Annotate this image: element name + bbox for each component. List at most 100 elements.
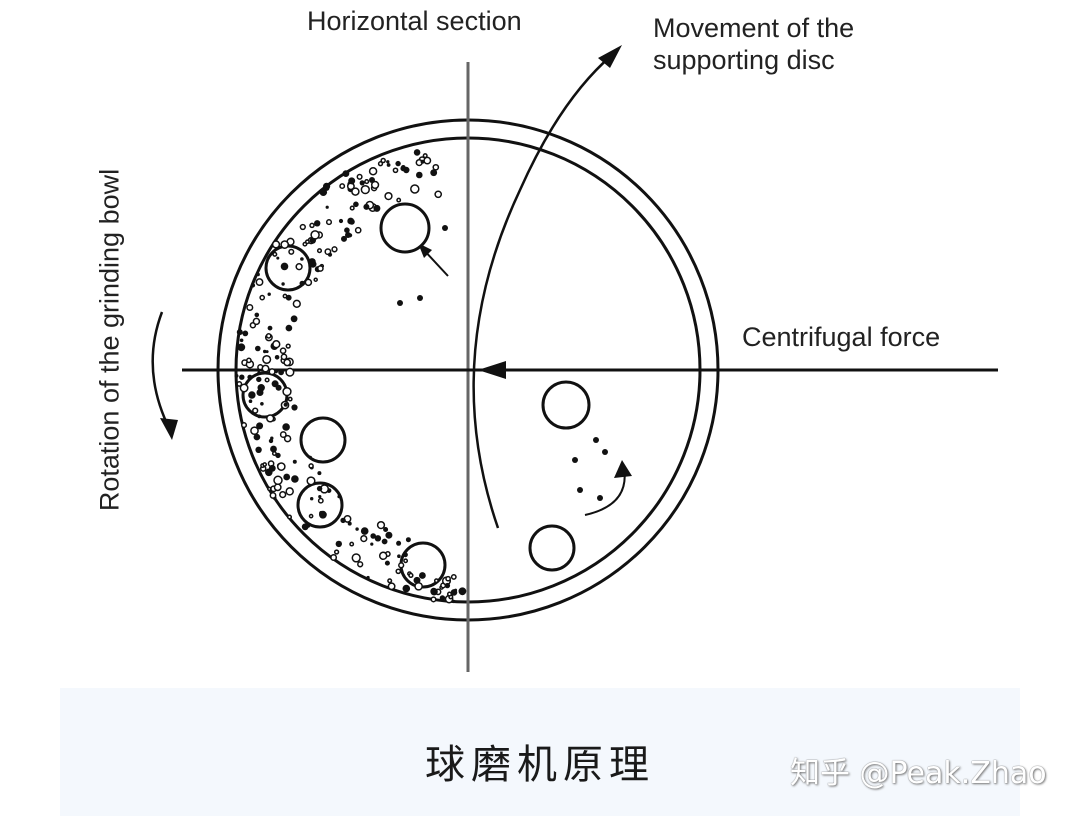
powder-particle: [419, 572, 426, 579]
powder-particle: [276, 462, 286, 471]
powder-particle: [369, 177, 375, 183]
powder-particle: [256, 272, 260, 277]
watermark: 知乎 @Peak.Zhao: [790, 756, 1047, 791]
powder-particle: [359, 180, 365, 186]
powder-particle: [236, 329, 243, 336]
powder-particle: [342, 170, 350, 178]
powder-particle: [279, 490, 287, 499]
powder-particle: [377, 161, 384, 167]
powder-particle: [416, 171, 423, 179]
powder-particle: [405, 537, 411, 543]
powder-particle: [265, 350, 269, 354]
powder-particle: [319, 188, 328, 196]
powder-particle: [247, 374, 253, 380]
powder-particle: [272, 251, 278, 257]
powder-particle: [380, 157, 386, 164]
powder-particle: [252, 317, 261, 326]
powder-particle: [597, 495, 603, 501]
powder-particle: [317, 471, 322, 476]
powder-particle: [387, 582, 396, 591]
powder-particle: [351, 187, 360, 196]
powder-particle: [378, 551, 388, 561]
powder-particle: [339, 183, 346, 190]
powder-particle: [458, 587, 467, 596]
powder-particle: [292, 459, 297, 464]
powder-particle: [310, 230, 320, 240]
powder-particle: [602, 449, 608, 455]
powder-particle: [368, 166, 378, 176]
powder-particle: [397, 554, 401, 558]
powder-particle: [338, 218, 344, 224]
powder-particle: [274, 355, 280, 360]
powder-particle: [272, 340, 281, 349]
powder-particle: [381, 538, 388, 545]
powder-particle: [273, 475, 283, 486]
powder-particle: [310, 497, 314, 501]
powder-particle: [348, 177, 356, 185]
powder-particle: [340, 517, 346, 524]
powder-particle: [304, 278, 313, 287]
powder-particle: [360, 527, 369, 535]
powder-particle: [271, 240, 281, 249]
powder-particle: [430, 587, 438, 595]
powder-particle: [299, 223, 306, 231]
grinding-ball: [379, 202, 431, 254]
powder-particle: [314, 220, 321, 227]
rotation-arrowhead-icon: [160, 418, 178, 440]
powder-particle: [239, 383, 249, 393]
powder-particle: [262, 354, 272, 365]
powder-particle: [268, 368, 276, 376]
powder-particle: [349, 205, 355, 211]
powder-particle: [344, 227, 350, 233]
powder-particle: [282, 386, 292, 397]
powder-particle: [370, 542, 374, 546]
powder-particle: [291, 404, 298, 411]
powder-particle: [354, 226, 362, 234]
powder-particle: [259, 294, 266, 301]
powder-particle: [309, 260, 317, 268]
powder-particle: [255, 278, 264, 287]
powder-particle: [335, 540, 342, 548]
powder-particle: [290, 315, 298, 323]
powder-particle: [280, 240, 290, 249]
powder-particle: [345, 232, 351, 238]
powder-particle: [282, 423, 290, 431]
powder-particle: [385, 531, 393, 539]
powder-particle: [256, 422, 264, 430]
powder-particle: [414, 581, 423, 591]
powder-particle: [327, 252, 333, 257]
powder-particle: [325, 205, 329, 209]
powder-particle: [262, 462, 268, 467]
powder-particle: [577, 487, 583, 493]
powder-particle: [270, 445, 277, 453]
powder-particle: [351, 553, 361, 563]
powder-particle: [265, 333, 272, 339]
powder-particle: [363, 203, 370, 210]
powder-particle: [285, 343, 291, 349]
powder-particle: [383, 527, 389, 532]
powder-particle: [246, 357, 252, 364]
powder-particle: [317, 497, 324, 504]
powder-particle: [313, 277, 318, 282]
rotation-arrow-arc: [151, 311, 172, 431]
grinding-ball: [299, 416, 347, 464]
caption: 球磨机原理: [425, 742, 655, 788]
powder-particle: [280, 353, 288, 361]
powder-particle: [255, 446, 262, 453]
powder-particle: [323, 182, 331, 190]
powder-particle: [410, 184, 420, 194]
powder-particle: [267, 486, 272, 492]
powder-particle: [330, 554, 338, 561]
powder-particle: [239, 374, 245, 380]
powder-particle: [283, 402, 288, 407]
powder-particle: [318, 495, 322, 499]
powder-particle: [398, 562, 405, 569]
ball-mill-diagram: [151, 45, 998, 672]
powder-particle: [364, 179, 370, 185]
powder-particle: [283, 473, 291, 481]
powder-particle: [413, 149, 421, 156]
powder-particle: [423, 156, 432, 165]
powder-particle: [403, 558, 409, 564]
powder-particle: [267, 325, 273, 331]
powder-particle: [355, 527, 359, 531]
